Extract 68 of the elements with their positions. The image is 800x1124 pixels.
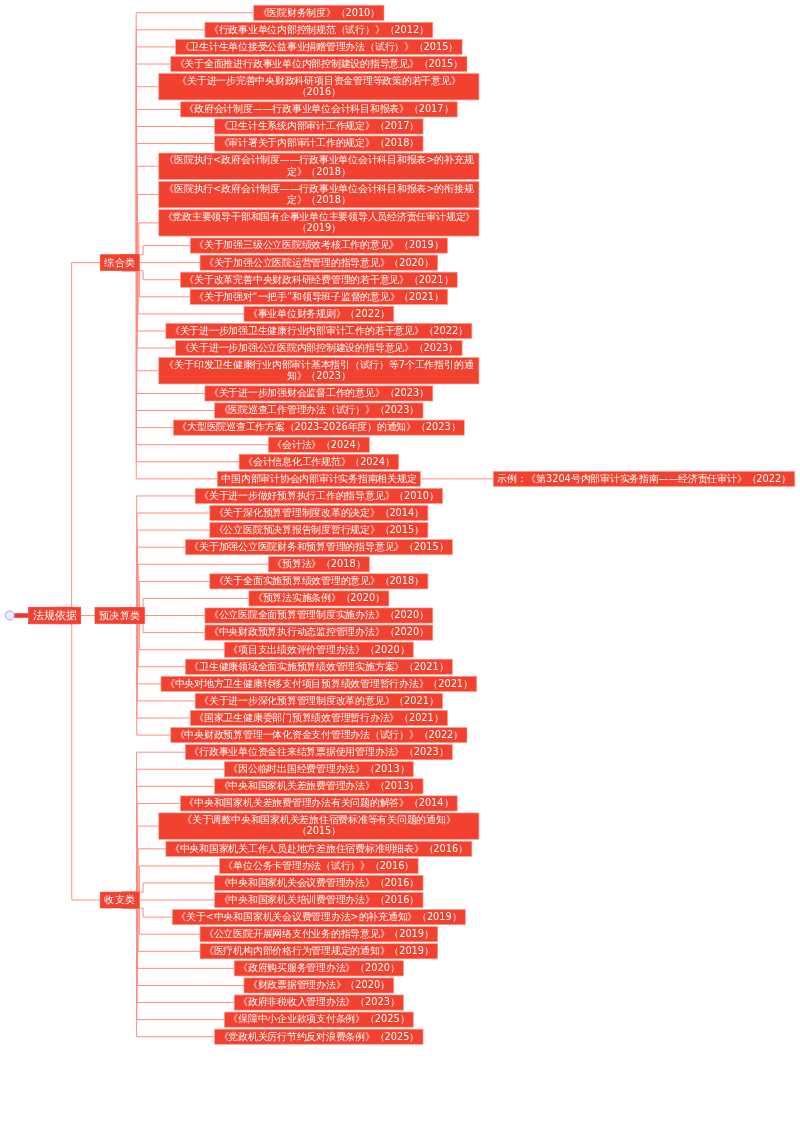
node-box: 《关于进一步加强卫生健康行业内部审计工作的若干意见》（2022） bbox=[165, 323, 473, 339]
node-box: 《行政事业单位资金往来结算票据使用管理办法》（2023） bbox=[185, 744, 453, 761]
node-box: 《关于加强对“一把手”和领导班子监督的意见》（2021） bbox=[189, 288, 448, 305]
node-box: 示例：《第3204号内部审计实务指南——经济责任审计》（2022） bbox=[492, 470, 796, 487]
node-box: 《关于进一步加强财会监督工作的意见》（2023） bbox=[204, 385, 434, 402]
node-box: 《关于深化预算管理制度改革的决定》（2014） bbox=[209, 505, 429, 521]
node-box: 《公立医院全面预算管理制度实施办法》（2020） bbox=[204, 607, 434, 624]
node-box: 《中央财政预算管理一体化资金支付管理办法（试行）》（2022） bbox=[170, 727, 468, 743]
node-box: 综合类 bbox=[99, 254, 140, 271]
node-box: 《卫生健康领域全面实施预算绩效管理实施方案》（2021） bbox=[185, 658, 453, 675]
node-box: 《关于加强公立医院运营管理的指导意见》（2020） bbox=[199, 254, 438, 271]
connector bbox=[138, 262, 201, 264]
node-box: 预决算类 bbox=[94, 607, 145, 624]
node-box: 《中央财政预算执行动态监控管理办法》（2020） bbox=[204, 624, 434, 641]
node-box: 《国家卫生健康委部门预算绩效管理暂行办法》（2021） bbox=[189, 710, 448, 726]
node-box: 《保障中小企业款项支付条例》（2025） bbox=[224, 1011, 414, 1028]
node-box: 《党政主要领导干部和国有企事业单位主要领导人员经济责任审计规定》（2019） bbox=[158, 209, 480, 237]
node-box: 《中央和国家机关差旅费管理办法有关问题的解答》（2014） bbox=[180, 795, 458, 812]
node-box: 《卫生计生系统内部审计工作规定》（2017） bbox=[214, 118, 424, 135]
node-box: 《关于进一步完善中央财政科研项目资金管理等政策的若干意见》（2016） bbox=[158, 73, 480, 101]
node-box: 《中央和国家机关会议费管理办法》（2016） bbox=[214, 875, 424, 891]
node-box: 《大型医院巡查工作方案（2023-2026年度）的通知》（2023） bbox=[173, 419, 465, 436]
node-box: 收支类 bbox=[99, 891, 140, 909]
node-box: 《中央和国家机关培训费管理办法》（2016） bbox=[214, 892, 424, 908]
node-box: 《项目支出绩效评价管理办法》（2020） bbox=[224, 641, 414, 658]
node-box: 《会计法》（2024） bbox=[268, 436, 370, 453]
node-box: 《中央和国家机关差旅费管理办法》（2013） bbox=[214, 778, 424, 795]
node-box: 法规依据 bbox=[28, 606, 81, 625]
node-box: 《医院财务制度》（2010） bbox=[253, 4, 385, 21]
node-box: 《中央对地方卫生健康转移支付项目预算绩效管理暂行办法》（2021） bbox=[160, 675, 478, 692]
node-box: 《关于进一步加强公立医院内部控制建设的指导意见》（2023） bbox=[175, 340, 463, 356]
node-box: 《关于进一步做好预算执行工作的指导意见》（2010） bbox=[194, 488, 443, 504]
connector bbox=[14, 613, 29, 618]
node-box: 《卫生计生单位接受公益事业捐赠管理办法（试行）》（2015） bbox=[175, 39, 463, 55]
node-box: 《政府购买服务管理办法》（2020） bbox=[233, 960, 404, 977]
node-box: 《关于加强公立医院财务和预算管理的指导意见》（2015） bbox=[185, 539, 453, 556]
node-box: 《医院执行<政府会计制度——行政事业单位会计科目和报表>的衔接规定》（2018） bbox=[158, 181, 480, 209]
connector bbox=[80, 615, 96, 616]
node-box: 《医院巡查工作管理办法（试行）》（2023） bbox=[214, 402, 424, 419]
node-box: 《中央和国家机关工作人员赴地方差旅住宿费标准明细表》（2016） bbox=[165, 840, 473, 857]
node-box: 《因公临时出国经费管理办法》（2013） bbox=[224, 761, 414, 778]
node-box: 《关于进一步深化预算管理制度改革的意见》（2021） bbox=[194, 693, 443, 709]
connector bbox=[419, 478, 494, 480]
node-box: 《关于全面实施预算绩效管理的意见》（2018） bbox=[209, 573, 429, 590]
node-box: 《医疗机构内部价格行为管理规定的通知》（2019） bbox=[199, 943, 438, 960]
node-box: 《政府会计制度——行政事业单位会计科目和报表》（2017） bbox=[180, 101, 458, 118]
connector bbox=[138, 899, 216, 901]
node-box: 《会计信息化工作规范》（2024） bbox=[238, 453, 399, 470]
node-box: 《关于<中央和国家机关会议费管理办法>的补充通知》（2019） bbox=[172, 909, 466, 926]
connector bbox=[144, 615, 206, 616]
node-box: 《财政票据管理办法》（2020） bbox=[243, 977, 395, 994]
node-box: 《党政机关厉行节约反对浪费条例》（2025） bbox=[214, 1028, 424, 1045]
node-box: 《预算法实施条例》（2020） bbox=[248, 590, 390, 607]
node-box: 《审计署关于内部审计工作的规定》（2018） bbox=[214, 135, 424, 152]
node-box: 《预算法》（2018） bbox=[268, 556, 370, 573]
node-box: 中国内部审计协会内部审计实务指南相关规定 bbox=[217, 470, 421, 487]
node-box: 《公立医院开展网络支付业务的指导意见》（2019） bbox=[199, 926, 438, 943]
node-box: 《医院执行<政府会计制度——行政事业单位会计科目和报表>的补充规定》（2018） bbox=[158, 152, 480, 180]
node-box: 《关于加强三级公立医院绩效考核工作的意见》（2019） bbox=[189, 237, 448, 254]
node-box: 《政府非税收入管理办法》（2023） bbox=[233, 994, 404, 1011]
node-box: 《行政事业单位内部控制规范（试行）》（2012） bbox=[204, 21, 434, 38]
node-box: 《关于全面推进行政事业单位内部控制建设的指导意见》（2015） bbox=[170, 56, 468, 72]
node-box: 《关于改革完善中央财政科研经费管理的若干意见》（2021） bbox=[180, 271, 458, 288]
node-box: 《关于印发卫生健康行业内部审计基本指引（试行）等7个工作指引的通知》（2023） bbox=[158, 357, 480, 385]
node-box: 《公立医院预决算报告制度暂行规定》（2015） bbox=[209, 522, 429, 538]
node-box: 《单位公务卡管理办法（试行）》（2016） bbox=[219, 858, 419, 874]
node-box: 《事业单位财务规则》（2022） bbox=[243, 306, 395, 322]
node-box: 《关于调整中央和国家机关差旅住宿费标准等有关问题的通知》（2015） bbox=[158, 812, 480, 840]
